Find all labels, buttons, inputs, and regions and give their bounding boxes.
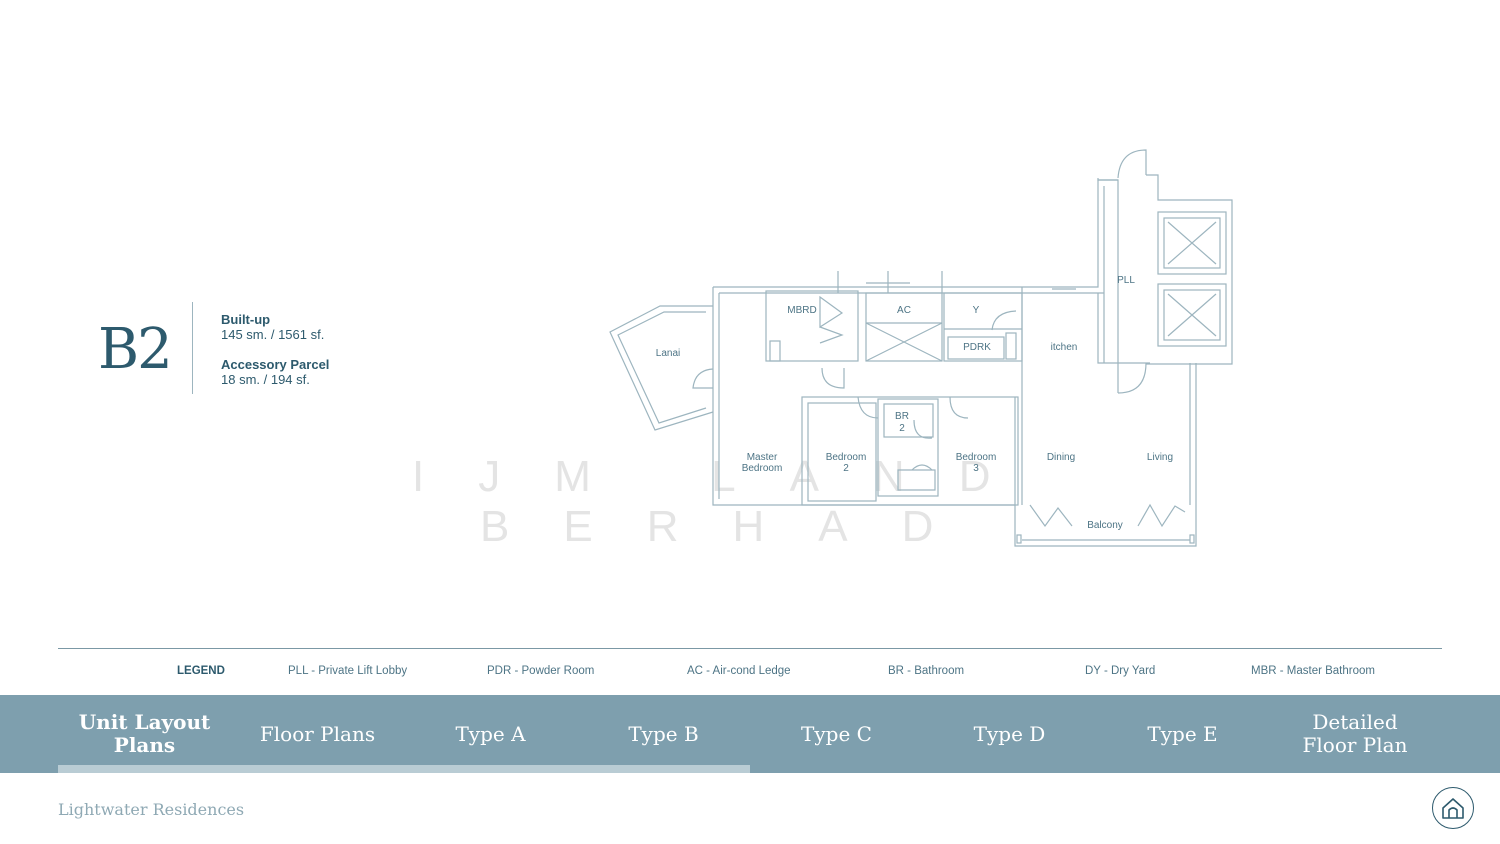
nav-type-c[interactable]: Type C bbox=[801, 721, 872, 746]
room-dining: Dining bbox=[1047, 452, 1075, 463]
room-mbrd: MBRD bbox=[787, 305, 816, 316]
built-up-spec: Built-up 145 sm. / 1561 sf. bbox=[221, 312, 324, 342]
watermark-line-2: BERHAD bbox=[480, 502, 988, 551]
built-up-label: Built-up bbox=[221, 312, 271, 327]
legend-item-pdr: PDR - Powder Room bbox=[487, 665, 595, 677]
room-master-line-2: Bedroom bbox=[742, 463, 783, 474]
home-icon bbox=[1442, 798, 1464, 819]
nav-floor-plans[interactable]: Floor Plans bbox=[259, 721, 376, 746]
vertical-divider bbox=[192, 302, 193, 394]
navigation-bar: Unit Layout Plans Floor Plans Type A Typ… bbox=[0, 695, 1500, 773]
room-pll: PLL bbox=[1117, 275, 1135, 286]
room-bedroom3-line-2: 3 bbox=[973, 463, 979, 474]
room-bedroom2-line-1: Bedroom bbox=[826, 452, 867, 463]
room-kitchen: itchen bbox=[1051, 342, 1078, 353]
built-up-value: 145 sm. / 1561 sf. bbox=[221, 327, 325, 342]
legend-title: LEGEND bbox=[177, 665, 225, 677]
room-pdrk: PDRK bbox=[963, 342, 991, 353]
watermark-line-1: IJM LAND bbox=[412, 452, 1045, 501]
room-balcony: Balcony bbox=[1087, 520, 1123, 531]
legend-divider bbox=[58, 648, 1442, 649]
nav-type-d[interactable]: Type D bbox=[973, 721, 1046, 746]
nav-type-b[interactable]: Type B bbox=[628, 721, 699, 746]
nav-unit-layout-plans[interactable]: Unit Layout Plans bbox=[78, 710, 211, 757]
nav-type-a[interactable]: Type A bbox=[455, 721, 526, 746]
room-y: Y bbox=[973, 305, 980, 316]
room-br2-label: BR bbox=[895, 411, 909, 422]
legend-item-dy: DY - Dry Yard bbox=[1085, 665, 1156, 677]
room-br2-number: 2 bbox=[899, 423, 905, 434]
unit-code: B2 bbox=[98, 317, 173, 382]
footer-brand: Lightwater Residences bbox=[58, 800, 245, 819]
room-living: Living bbox=[1147, 452, 1173, 463]
room-master-line-1: Master bbox=[747, 452, 778, 463]
accessory-label: Accessory Parcel bbox=[221, 357, 330, 372]
nav-detailed-floor-plan[interactable]: Detailed Floor Plan bbox=[1302, 710, 1408, 757]
legend-item-pll: PLL - Private Lift Lobby bbox=[288, 665, 408, 677]
nav-type-e[interactable]: Type E bbox=[1147, 721, 1218, 746]
room-lanai: Lanai bbox=[656, 348, 680, 359]
room-bedroom2-line-2: 2 bbox=[843, 463, 849, 474]
legend-item-ac: AC - Air-cond Ledge bbox=[687, 665, 791, 677]
room-bedroom3-line-1: Bedroom bbox=[956, 452, 997, 463]
legend-item-br: BR - Bathroom bbox=[888, 665, 965, 677]
room-ac: AC bbox=[897, 305, 911, 316]
accessory-value: 18 sm. / 194 sf. bbox=[221, 372, 310, 387]
nav-progress-bar bbox=[58, 765, 750, 773]
home-button[interactable] bbox=[1432, 787, 1474, 829]
legend-item-mbr: MBR - Master Bathroom bbox=[1251, 665, 1375, 677]
accessory-spec: Accessory Parcel 18 sm. / 194 sf. bbox=[221, 357, 329, 387]
